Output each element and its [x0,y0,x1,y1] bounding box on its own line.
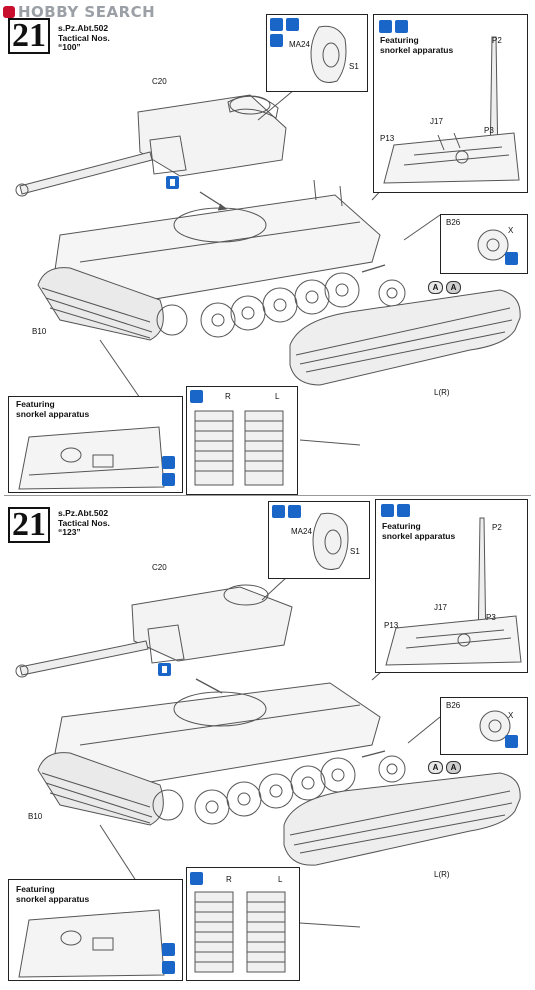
unit-info: s.Pz.Abt.502 Tactical Nos. “123” [58,508,110,537]
part-label-r: R [225,392,231,401]
cement-icon [158,663,171,676]
decal-icon [286,18,299,31]
part-label-ma24: MA24 [291,527,312,536]
paint-icon [272,505,285,518]
part-label-j17: J17 [430,117,443,126]
part-label-a2: A [446,281,461,294]
step-divider [4,495,531,496]
paint-icon [190,872,203,885]
part-label-b10: B10 [28,812,43,821]
part-label-p13: P13 [380,134,395,143]
part-label-p3: P3 [484,126,494,135]
decal-icon [395,20,408,33]
snorkel-note-bottom: Featuring snorkel apparatus [16,399,90,419]
part-label-j17: J17 [434,603,447,612]
part-label-r: R [226,875,232,884]
snorkel-note-top: Featuring snorkel apparatus [380,35,454,55]
part-label-p2: P2 [492,36,502,45]
paint-icon [162,473,175,486]
tank-assembly-drawing [15,84,521,446]
callout-snorkel-top [375,499,528,673]
part-label-s1: S1 [350,547,360,556]
decal-icon [288,505,301,518]
hobby-search-logo-icon [3,6,15,18]
part-label-a1: A [428,761,443,774]
part-label-c20: C20 [152,563,167,572]
part-label-b10: B10 [32,327,47,336]
callout-ma24 [268,501,370,579]
unit-info: s.Pz.Abt.502 Tactical Nos. “100” [58,23,110,52]
part-label-ma24: MA24 [289,40,310,49]
step-number: 21 [8,507,50,543]
decal-icon [162,456,175,469]
part-label-c20: C20 [152,77,167,86]
paint-icon [505,735,518,748]
part-label-p13: P13 [384,621,399,630]
callout-ma24 [266,14,368,92]
part-label-l: L [278,875,283,884]
part-label-p2: P2 [492,523,502,532]
hobby-search-watermark: HOBBY SEARCH [3,3,155,21]
callout-tracks [186,867,300,981]
paint-icon [190,390,203,403]
tank-assembly-drawing [15,564,521,928]
part-label-b26: B26 [446,218,461,227]
callout-tracks [186,386,298,495]
decal-icon [397,504,410,517]
part-label-x: X [508,711,514,720]
step-number: 21 [8,18,50,54]
paint-icon [505,252,518,265]
paint-icon [270,34,283,47]
part-label-lr: L(R) [434,388,450,397]
decal-icon [162,943,175,956]
callout-snorkel-bottom [8,396,183,493]
callout-snorkel-bottom [8,879,183,981]
callout-b26 [440,214,528,274]
part-label-s1: S1 [349,62,359,71]
part-label-p3: P3 [486,613,496,622]
paint-icon [381,504,394,517]
step-panel-123: 21 s.Pz.Abt.502 Tactical Nos. “123” [0,495,535,990]
snorkel-note-bottom: Featuring snorkel apparatus [16,884,90,904]
snorkel-note-top: Featuring snorkel apparatus [382,521,456,541]
paint-icon [162,961,175,974]
callout-snorkel-top [373,14,528,193]
part-label-lr: L(R) [434,870,450,879]
cement-icon [166,176,179,189]
part-label-x: X [508,226,514,235]
step-panel-100: 21 s.Pz.Abt.502 Tactical Nos. “100” [8,14,528,495]
paint-icon [270,18,283,31]
part-label-a1: A [428,281,443,294]
part-label-a2: A [446,761,461,774]
part-label-b26: B26 [446,701,461,710]
part-label-l: L [275,392,280,401]
paint-icon [379,20,392,33]
